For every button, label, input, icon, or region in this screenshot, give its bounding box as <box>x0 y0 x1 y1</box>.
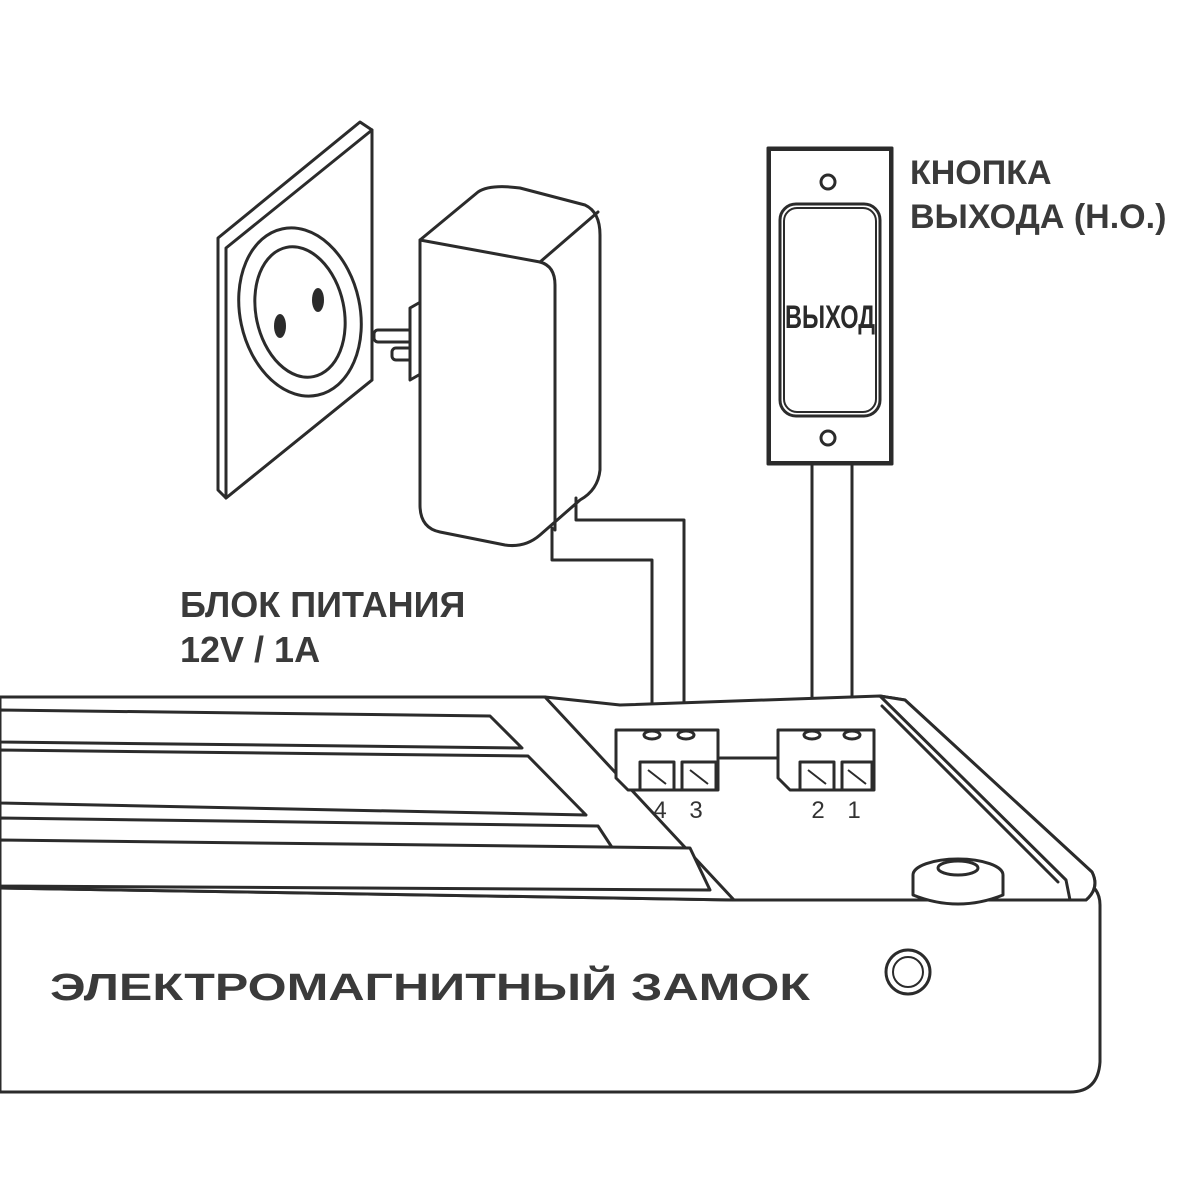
terminal-label-2: 2 <box>811 797 824 824</box>
magnetic-lock-icon <box>0 694 1102 1094</box>
exit-button-label-line-1: КНОПКА <box>910 154 1052 192</box>
wall-socket-icon <box>216 120 374 500</box>
lock-label: ЭЛЕКТРОМАГНИТНЫЙ ЗАМОК <box>50 964 811 1009</box>
exit-button-face-label: ВЫХОД <box>785 299 875 335</box>
exit-button-icon: ВЫХОД <box>766 146 894 466</box>
power-supply-label-line-1: БЛОК ПИТАНИЯ <box>180 584 465 625</box>
power-wires <box>550 496 686 732</box>
terminal-label-1: 1 <box>847 797 860 824</box>
power-adapter-icon <box>372 185 602 547</box>
terminal-label-3: 3 <box>689 797 702 824</box>
power-supply-label-line-2: 12V / 1A <box>180 629 320 670</box>
terminal-block-icon <box>614 728 876 792</box>
exit-button-label-line-2: ВЫХОДА (Н.О.) <box>910 198 1166 236</box>
terminal-label-4: 4 <box>653 797 666 824</box>
button-wires <box>810 462 854 732</box>
